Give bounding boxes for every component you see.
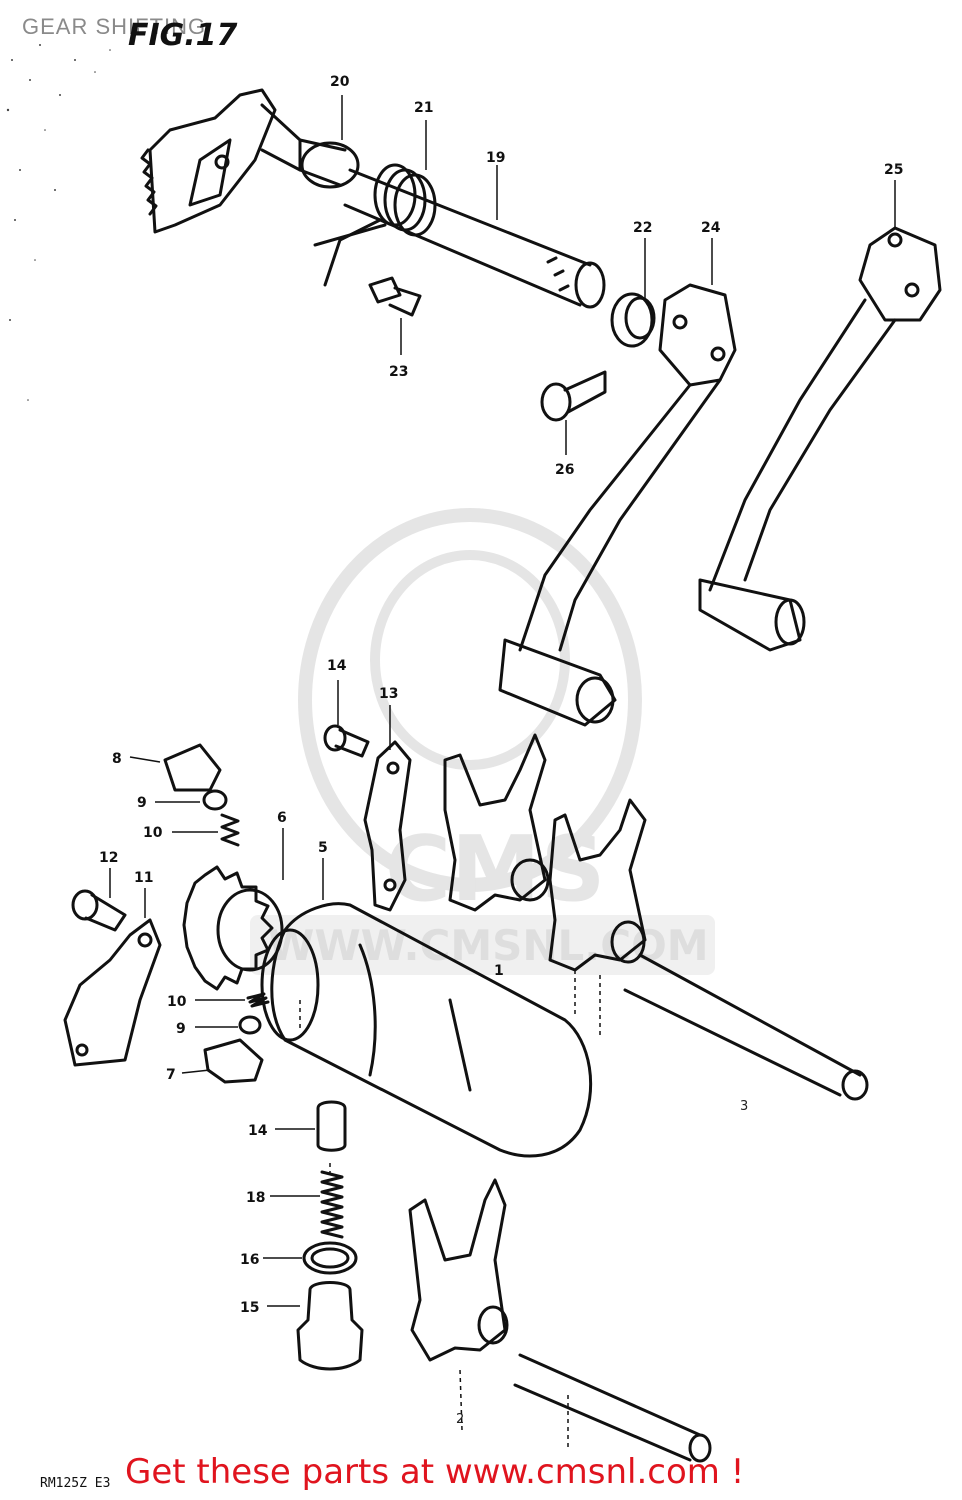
part-9-pin-upper <box>202 789 228 811</box>
callout-22: 22 <box>633 220 652 236</box>
callout-25: 25 <box>884 162 903 178</box>
part-5-gearshift-cam <box>260 902 593 1158</box>
callout-3: 3 <box>740 1099 748 1114</box>
callout-19: 19 <box>486 150 505 166</box>
part-18-spring <box>320 1170 344 1239</box>
callout-18: 18 <box>246 1190 265 1206</box>
part-10-spring-upper <box>220 813 240 847</box>
part-24-gearshift-lever <box>498 283 737 727</box>
callout-14: 14 <box>327 658 347 674</box>
callout-20: 20 <box>330 74 350 90</box>
callout-8: 8 <box>112 751 122 767</box>
callout-23: 23 <box>389 364 408 380</box>
watermark-url: WWW.CMSNL.COM <box>268 921 709 970</box>
callout-9-lower: 9 <box>176 1021 186 1037</box>
callout-2: 2 <box>456 1412 464 1427</box>
callout-7: 7 <box>166 1067 176 1083</box>
scan-noise <box>6 44 111 401</box>
part-1-shift-forks <box>443 733 647 972</box>
assembly-guide-lines <box>299 970 601 1450</box>
callout-17: 16 <box>240 1252 259 1268</box>
part-26-lever-bolt <box>540 370 607 422</box>
callout-15: 14 <box>248 1123 268 1139</box>
model-code: RM125Z E3 <box>40 1476 111 1491</box>
callout-labels: 20 21 19 22 24 25 23 26 14 13 8 9 10 12 … <box>99 74 903 1427</box>
buy-parts-link[interactable]: Get these parts at www.cmsnl.com ! <box>125 1452 745 1492</box>
watermark-brand: CMS <box>385 817 605 922</box>
callout-9-upper: 9 <box>137 795 147 811</box>
callout-26: 26 <box>555 462 574 478</box>
part-17-gasket <box>302 1241 358 1275</box>
diagram-title: GEAR SHIFTING <box>22 14 207 39</box>
part-9-pin-lower <box>238 1015 262 1035</box>
part-16-plug <box>296 1281 364 1371</box>
part-10-spring-lower <box>246 992 270 1008</box>
callout-10-upper: 10 <box>143 825 163 841</box>
part-23-bolt <box>368 276 422 317</box>
part-14-screw <box>323 724 370 758</box>
part-15-neutral-pin <box>316 1100 347 1152</box>
part-20-gearshift-arm <box>140 88 360 234</box>
part-7-cam-stopper-lower <box>203 1038 264 1084</box>
part-11-stopper-bracket <box>63 918 162 1067</box>
part-6-cam-driven-gear <box>182 865 284 991</box>
callout-12: 12 <box>99 850 118 866</box>
part-22-washer <box>610 292 656 348</box>
part-19-gearshift-shaft <box>343 168 606 309</box>
callout-13: 13 <box>379 686 398 702</box>
callout-21: 21 <box>414 100 433 116</box>
part-25-gearshift-lever-alt <box>698 226 942 652</box>
callout-1: 1 <box>494 963 504 979</box>
part-2-shift-fork-lower <box>408 1178 712 1463</box>
figure-label: FIG.17 <box>128 18 238 53</box>
part-3-fork-shaft <box>623 953 869 1101</box>
part-13-stopper-plate <box>363 740 412 912</box>
callout-10-lower: 10 <box>167 994 187 1010</box>
callout-6: 6 <box>277 810 287 826</box>
part-8-cam-stopper <box>163 743 222 792</box>
callout-24: 24 <box>701 220 721 236</box>
callout-16: 15 <box>240 1300 259 1316</box>
callout-leaders <box>109 95 896 1307</box>
callout-11: 11 <box>134 870 153 886</box>
part-12-bolt <box>71 889 127 932</box>
callout-5: 5 <box>318 840 328 856</box>
